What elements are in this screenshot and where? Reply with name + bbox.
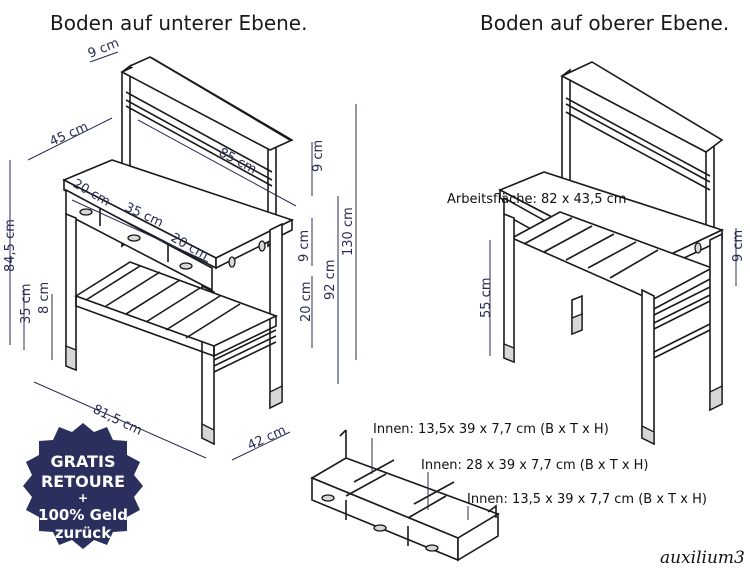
drawer-note-right: Innen: 13,5 x 39 x 7,7 cm (B x T x H) (467, 492, 707, 507)
worksurface-label: Arbeitsfläche: 82 x 43,5 cm (447, 192, 626, 207)
dim-drawer-height: 9 cm (297, 230, 312, 262)
dim-total-height: 130 cm (341, 207, 356, 256)
title-upper-shelf: Boden auf oberer Ebene. (480, 11, 729, 35)
dim-shelf-gap: 20 cm (299, 282, 314, 323)
dim-back-width: 85 cm (216, 145, 259, 177)
return-guarantee-seal: GRATIS RETOURE + 100% Geld zurück (23, 423, 143, 549)
dim-back-height: 9 cm (311, 140, 326, 172)
title-lower-shelf: Boden auf unterer Ebene. (50, 11, 307, 35)
dim-side-depth: 45 cm (48, 119, 91, 149)
drawer-note-middle: Innen: 28 x 39 x 7,7 cm (B x T x H) (421, 458, 649, 473)
seal-line-zuruck: zurück (55, 524, 112, 542)
dim-foot-height: 8 cm (37, 282, 52, 314)
seal-line-gratis: GRATIS (51, 452, 116, 471)
dim-lower-height: 35 cm (19, 284, 34, 325)
drawer-note-left: Innen: 13,5x 39 x 7,7 cm (B x T x H) (373, 422, 609, 437)
seal-line-plus: + (78, 491, 88, 505)
brand-logo: auxilium3 (660, 548, 745, 568)
dim-work-height: 84,5 cm (3, 219, 18, 272)
dim-right-shelf-height: 55 cm (479, 278, 494, 319)
dim-total-depth: 42 cm (245, 423, 288, 454)
right-dimension-lines (489, 228, 737, 356)
drawer-insert-drawing (310, 429, 500, 562)
left-dimension-lines (9, 51, 357, 461)
seal-line-retoure: RETOURE (41, 472, 125, 491)
dim-top-shelf-depth: 9 cm (86, 36, 121, 62)
right-bench-drawing (498, 61, 725, 446)
left-bench-drawing (62, 56, 295, 446)
seal-shape (23, 423, 143, 549)
drawer-leader-lines (371, 438, 469, 520)
seal-line-money-back: 100% Geld (38, 506, 128, 524)
dim-right-drawer-height: 9 cm (731, 230, 746, 262)
dim-leg-height: 92 cm (323, 260, 338, 301)
